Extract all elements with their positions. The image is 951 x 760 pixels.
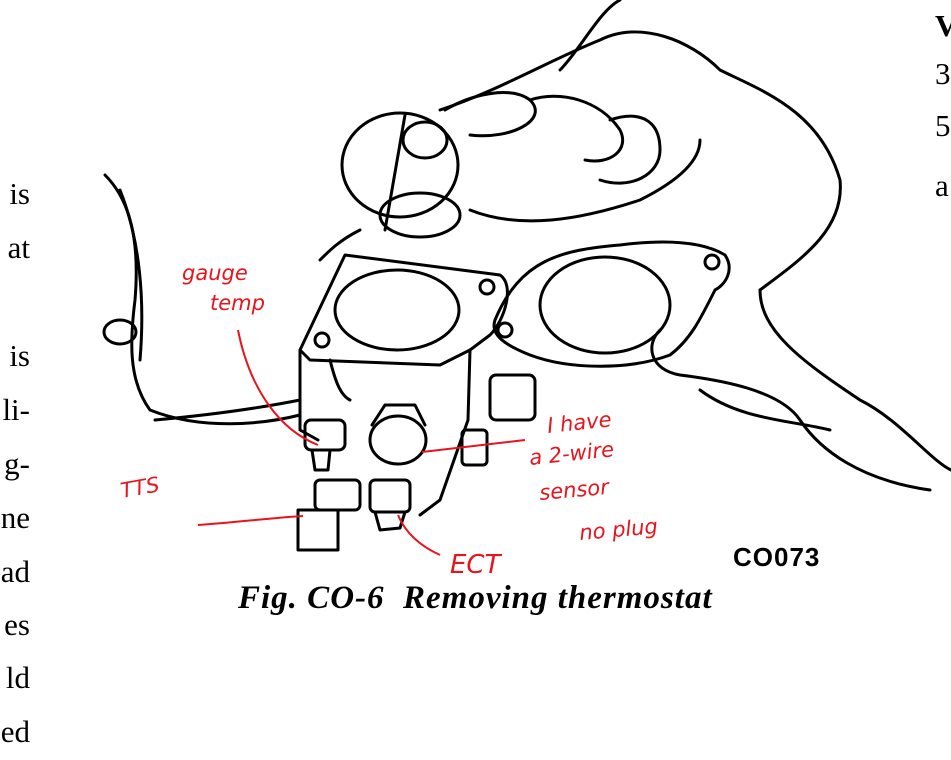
- side-plug: [488, 373, 537, 422]
- hex-plug: [368, 414, 428, 466]
- tts-connector: [296, 508, 340, 552]
- annotation-note-1: I have: [546, 407, 613, 438]
- text-fragment: es: [4, 607, 30, 642]
- text-fragment: is: [9, 176, 30, 211]
- tts-pointer-line: [197, 515, 304, 526]
- engine-outline: [103, 173, 302, 426]
- text-fragment: V: [935, 8, 951, 43]
- annotation-note-2: a 2-wire: [528, 437, 615, 470]
- text-fragment: ne: [0, 500, 30, 535]
- text-fragment: ld: [5, 660, 30, 695]
- text-fragment: 5: [935, 108, 951, 143]
- tts-sensor: [313, 478, 362, 512]
- gauge-sensor: [303, 418, 347, 452]
- ect-sensor: [368, 478, 412, 514]
- housing-flange: [298, 253, 509, 367]
- text-fragment: 3: [935, 56, 951, 91]
- thermostat: [340, 111, 460, 219]
- annotation-gauge: gauge: [182, 261, 248, 285]
- text-fragment: is: [9, 338, 30, 373]
- gasket: [492, 240, 731, 368]
- text-fragment: li-: [2, 392, 30, 427]
- text-fragment: a: [935, 168, 949, 203]
- text-fragment: at: [7, 230, 30, 265]
- hand-outline: [438, 30, 842, 292]
- text-fragment: ad: [0, 554, 30, 589]
- annotation-lines: [197, 329, 526, 556]
- figure-code: CO073: [733, 542, 821, 572]
- plug-pointer-line: [421, 439, 526, 453]
- annotation-temp: temp: [210, 291, 265, 315]
- gauge-pointer-line: [237, 329, 319, 446]
- text-fragment: ed: [0, 714, 30, 749]
- bolt-head: [102, 318, 138, 346]
- annotation-note-4: no plug: [578, 514, 658, 545]
- annotation-note-3: sensor: [538, 475, 611, 505]
- ect-pointer-line: [397, 514, 441, 556]
- annotation-ect: ECT: [450, 550, 503, 580]
- line-drawing: [102, 0, 951, 552]
- annotation-tts: TTS: [119, 473, 162, 503]
- figure-caption: Fig. CO-6 Removing thermostat: [238, 580, 713, 616]
- handwritten-annotations: gauge temp TTS I have a 2-wire sensor no…: [119, 261, 659, 580]
- text-fragment: g-: [4, 446, 30, 481]
- housing-opening: [333, 268, 461, 352]
